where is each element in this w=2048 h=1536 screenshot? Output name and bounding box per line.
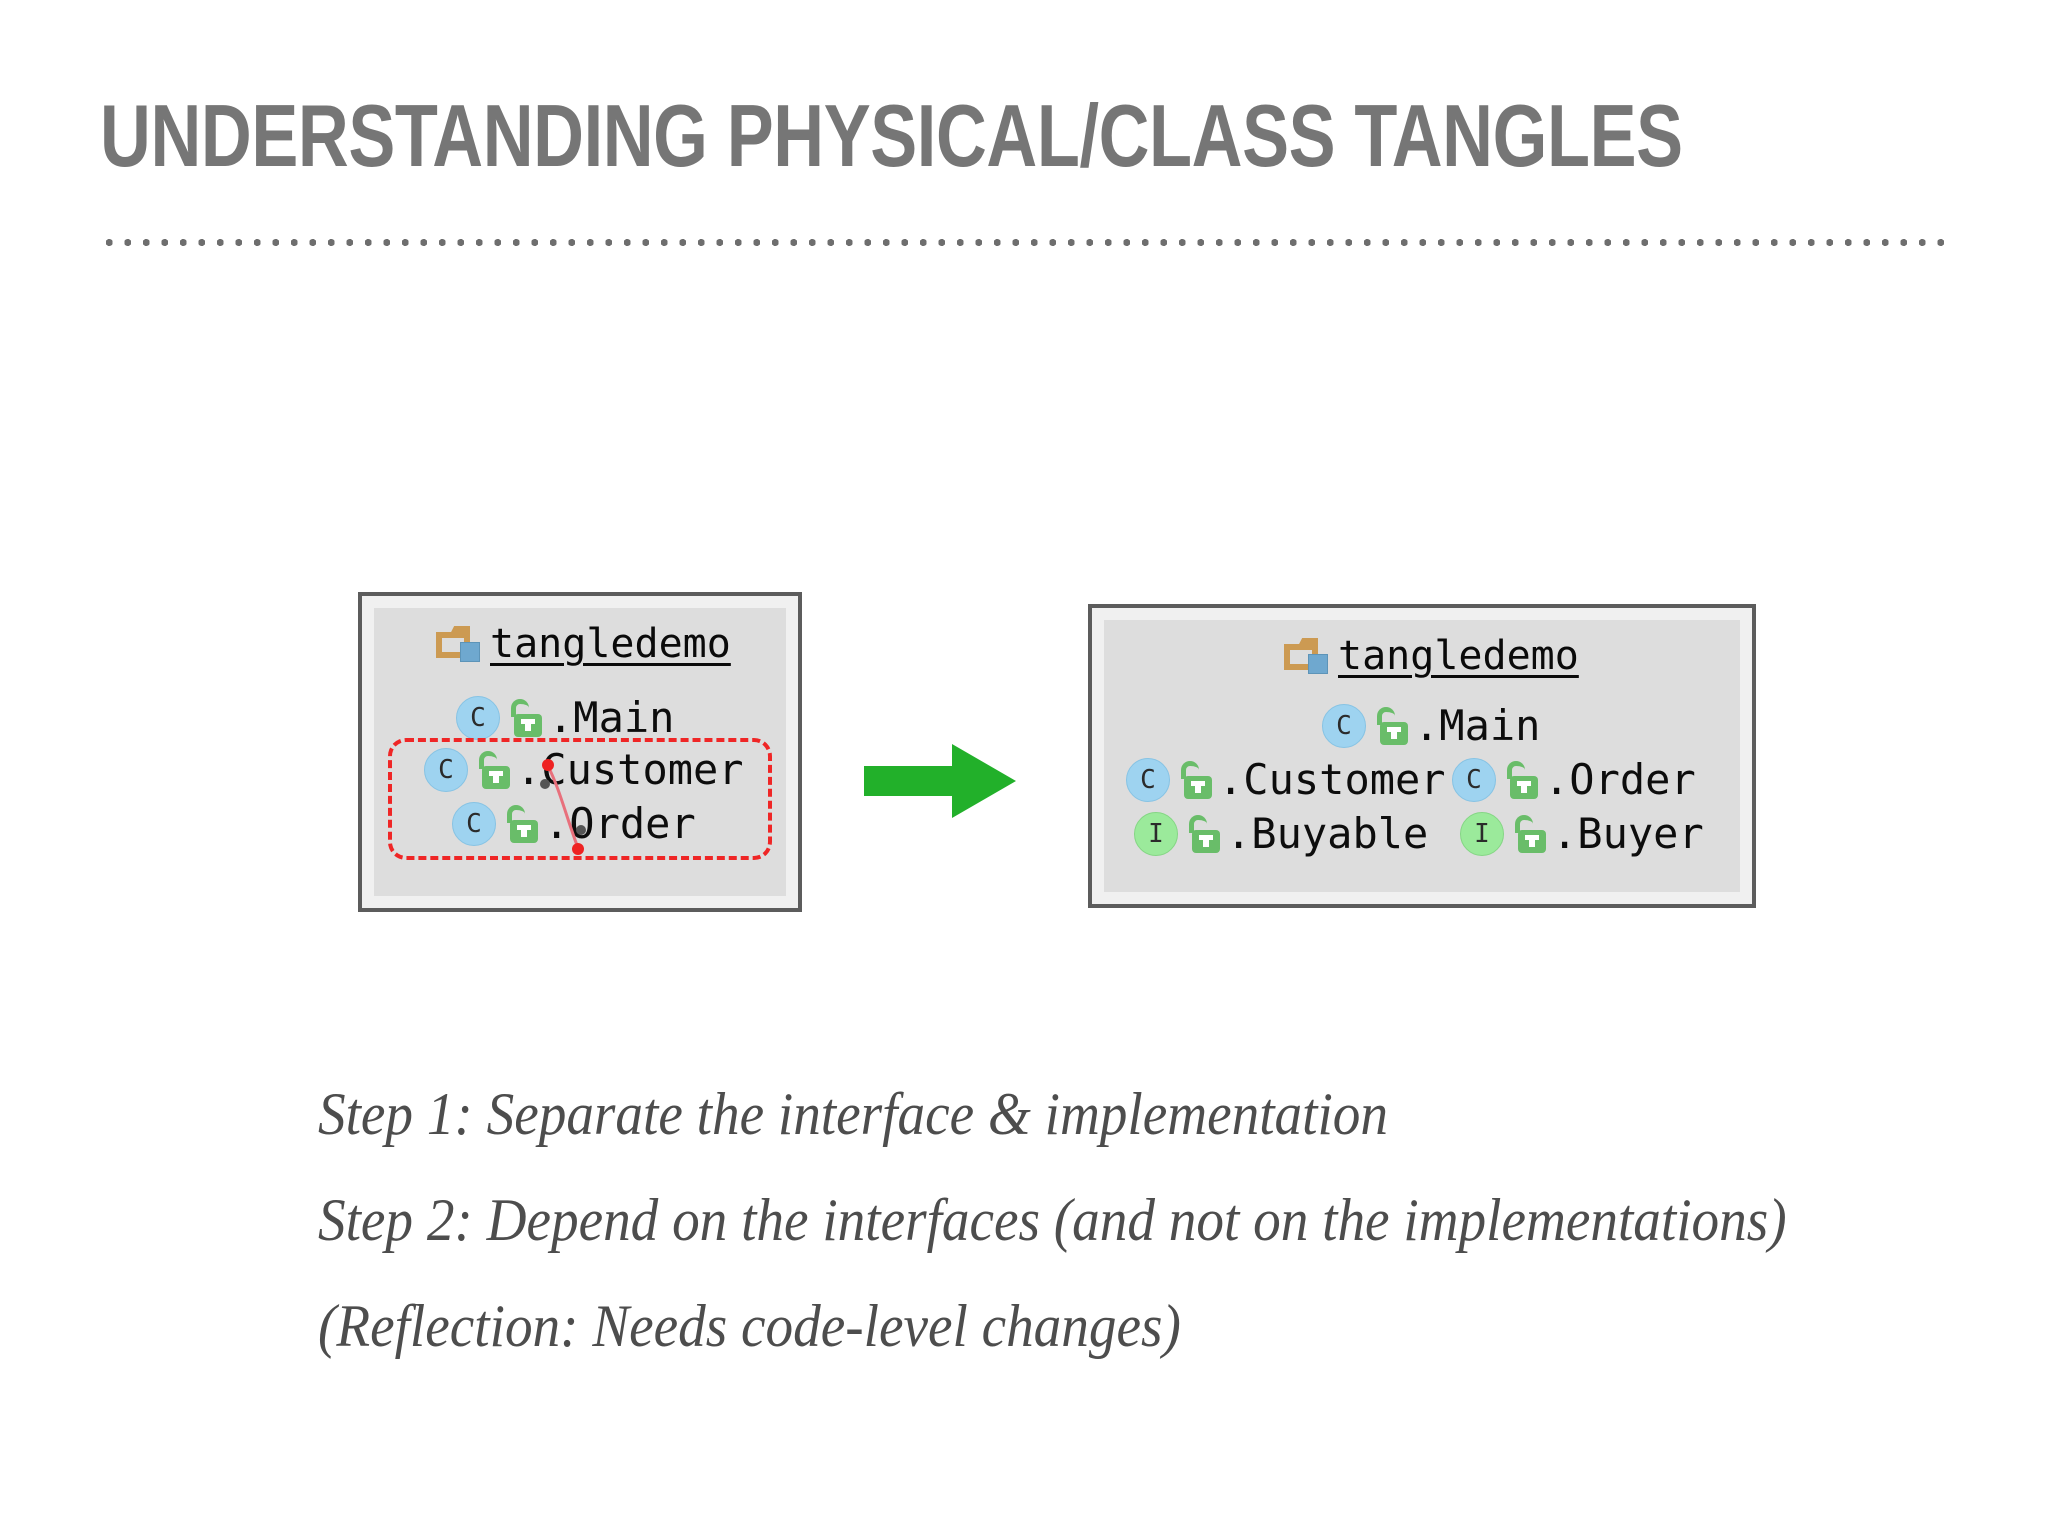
unlocked-padlock-icon [1180, 761, 1214, 799]
type-name: Order [569, 799, 696, 848]
separator-dot: . [548, 693, 574, 742]
package-panel-after: tangledemo C . Main C . Customer I . Buy… [1088, 604, 1756, 908]
package-header-before: tangledemo [436, 624, 731, 664]
type-name: Order [1569, 755, 1696, 804]
separator-dot: . [544, 799, 570, 848]
type-row-order: C . Order [1452, 758, 1696, 802]
package-panel-before-body: tangledemo C . Main C . Customer C . Ord… [374, 608, 786, 896]
separator-dot: . [1414, 701, 1440, 750]
body-line-step-1: Step 1: Separate the interface & impleme… [318, 1081, 1389, 1147]
unlocked-padlock-icon [510, 699, 544, 737]
body-line-step-2: Step 2: Depend on the interfaces (and no… [318, 1187, 1787, 1253]
type-row-order: C . Order [452, 802, 696, 846]
package-name: tangledemo [1338, 633, 1579, 679]
type-name: Buyer [1577, 809, 1704, 858]
type-name: Main [1439, 701, 1541, 750]
body-line-reflection: (Reflection: Needs code-level changes) [318, 1293, 1181, 1359]
unlocked-padlock-icon [506, 805, 540, 843]
transformation-arrow-icon [864, 744, 1016, 818]
type-name: Customer [1243, 755, 1446, 804]
class-badge-icon: C [424, 748, 468, 792]
separator-dot: . [516, 745, 542, 794]
package-header-after: tangledemo [1284, 636, 1579, 676]
separator-dot: . [1226, 809, 1252, 858]
class-badge-icon: C [1126, 758, 1170, 802]
separator-dot: . [1218, 755, 1244, 804]
package-name: tangledemo [490, 621, 731, 667]
package-panel-before: tangledemo C . Main C . Customer C . Ord… [358, 592, 802, 912]
unlocked-padlock-icon [1514, 815, 1548, 853]
interface-badge-icon: I [1134, 812, 1178, 856]
type-row-buyable: I . Buyable [1134, 812, 1428, 856]
separator-dot: . [1544, 755, 1570, 804]
unlocked-padlock-icon [478, 751, 512, 789]
type-row-main: C . Main [456, 696, 674, 740]
unlocked-padlock-icon [1506, 761, 1540, 799]
type-name: Customer [541, 745, 744, 794]
package-panel-after-body: tangledemo C . Main C . Customer I . Buy… [1104, 620, 1740, 892]
type-row-buyer: I . Buyer [1460, 812, 1704, 856]
class-badge-icon: C [1322, 704, 1366, 748]
class-badge-icon: C [1452, 758, 1496, 802]
folder-icon [1284, 638, 1328, 674]
separator-dot: . [1552, 809, 1578, 858]
type-name: Buyable [1251, 809, 1429, 858]
type-row-customer: C . Customer [424, 748, 744, 792]
title-divider [100, 239, 1948, 246]
type-name: Main [573, 693, 675, 742]
unlocked-padlock-icon [1376, 707, 1410, 745]
page-title: UNDERSTANDING PHYSICAL/CLASS TANGLES [100, 86, 1683, 185]
unlocked-padlock-icon [1188, 815, 1222, 853]
folder-icon [436, 626, 480, 662]
class-badge-icon: C [452, 802, 496, 846]
type-row-main: C . Main [1322, 704, 1540, 748]
class-badge-icon: C [456, 696, 500, 740]
type-row-customer: C . Customer [1126, 758, 1446, 802]
interface-badge-icon: I [1460, 812, 1504, 856]
